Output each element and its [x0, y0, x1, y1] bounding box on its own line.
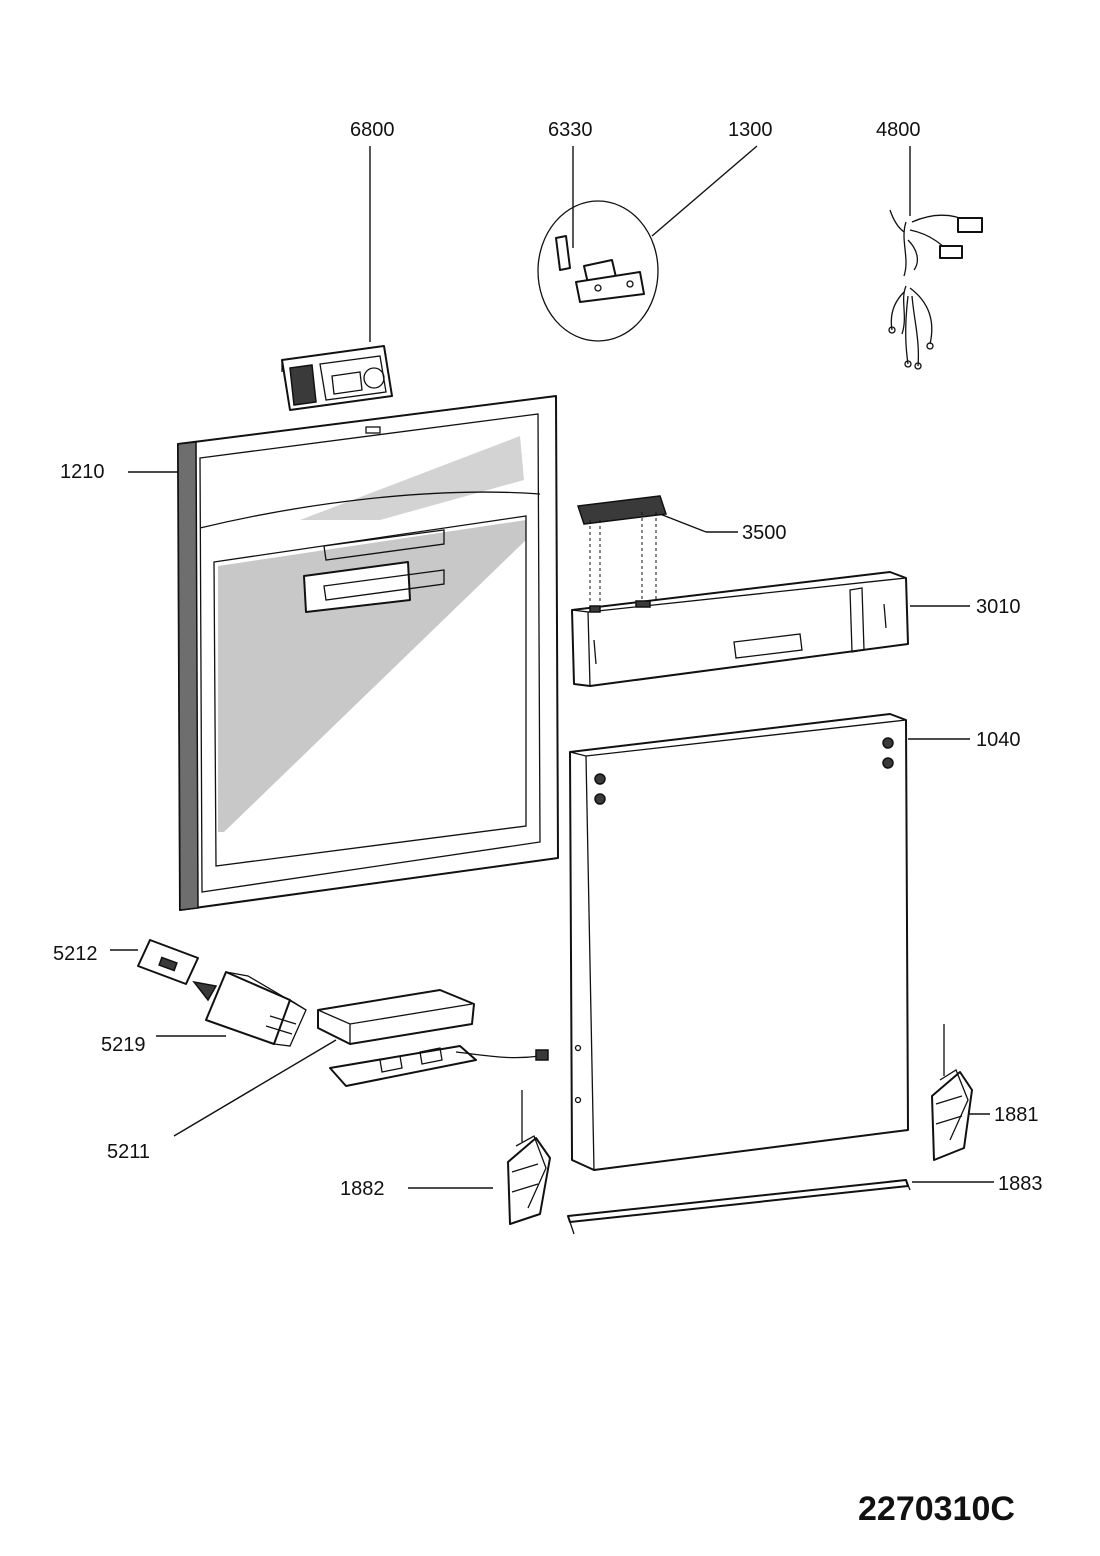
display-label-5212	[137, 939, 199, 985]
label-5212: 5212	[53, 943, 98, 965]
label-1040: 1040	[976, 729, 1021, 751]
control-module-5219	[192, 971, 307, 1047]
label-1883: 1883	[998, 1173, 1043, 1195]
label-3010: 3010	[976, 596, 1021, 618]
control-panel-3010	[571, 571, 909, 687]
label-1300: 1300	[728, 119, 773, 141]
label-1210: 1210	[60, 461, 105, 483]
inner-door-1210	[177, 395, 559, 911]
connecting-rod-1883	[567, 1179, 911, 1235]
circuit-board-5211	[317, 989, 549, 1087]
label-1882: 1882	[340, 1178, 385, 1200]
drawing-code: 2270310C	[858, 1490, 1015, 1528]
door-lock-6800	[281, 345, 393, 411]
label-4800: 4800	[876, 119, 921, 141]
wiring-harness-4800	[888, 209, 983, 370]
label-3500: 3500	[742, 522, 787, 544]
label-1881: 1881	[994, 1104, 1039, 1126]
hinge-left-1882	[507, 1090, 551, 1225]
label-5219: 5219	[101, 1034, 146, 1056]
label-6800: 6800	[350, 119, 395, 141]
control-bracket-3500	[576, 495, 668, 604]
label-5211: 5211	[107, 1141, 150, 1163]
leader-lines	[110, 145, 994, 1189]
micro-switch-detail-6330-1300	[537, 200, 659, 342]
outer-door-panel-1040	[569, 713, 909, 1171]
label-6330: 6330	[548, 119, 593, 141]
hinge-right-1881	[931, 1024, 973, 1161]
